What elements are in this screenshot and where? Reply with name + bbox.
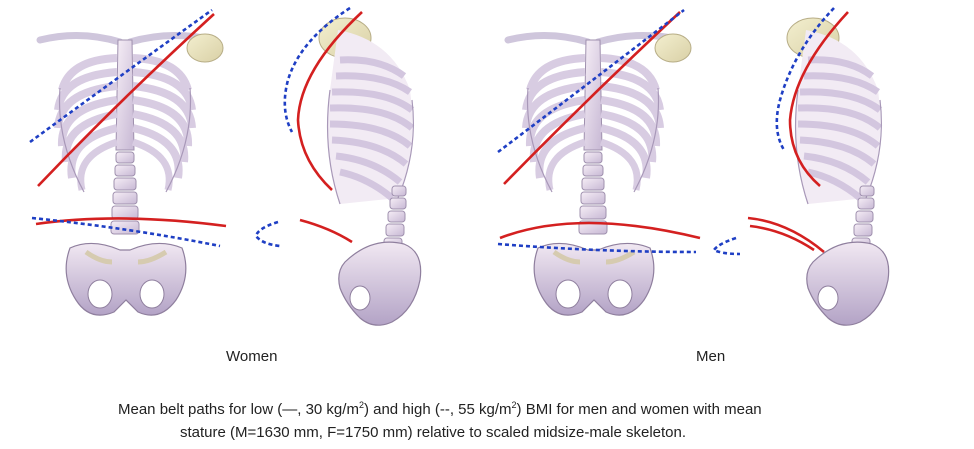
men-front-view xyxy=(498,10,700,315)
caption-text: ) BMI for men and women with mean xyxy=(517,401,762,418)
men-front-high-bmi-lap-belt xyxy=(498,244,696,252)
women-side-skeleton xyxy=(319,18,421,325)
caption-line-2: stature (M=1630 mm, F=1750 mm) relative … xyxy=(0,421,974,444)
women-label: Women xyxy=(226,348,277,365)
women-side-high-bmi-lap-belt xyxy=(256,222,280,246)
men-side-skeleton xyxy=(787,18,889,325)
men-side-view xyxy=(714,8,889,325)
men-side-high-bmi-lap-belt xyxy=(714,238,740,254)
women-side-view xyxy=(256,8,421,325)
women-front-skeleton xyxy=(40,34,223,315)
belt-path-figure xyxy=(0,0,974,340)
women-front-view xyxy=(30,10,226,315)
figure-caption: Mean belt paths for low (—, 30 kg/m2) an… xyxy=(0,398,974,444)
men-label: Men xyxy=(696,348,725,365)
caption-text: Mean belt paths for low (—, 30 kg/m xyxy=(118,401,359,418)
women-side-low-bmi-lap-belt xyxy=(300,220,352,242)
caption-line-1: Mean belt paths for low (—, 30 kg/m2) an… xyxy=(0,398,974,421)
caption-text: ) and high (--, 55 kg/m xyxy=(364,401,512,418)
